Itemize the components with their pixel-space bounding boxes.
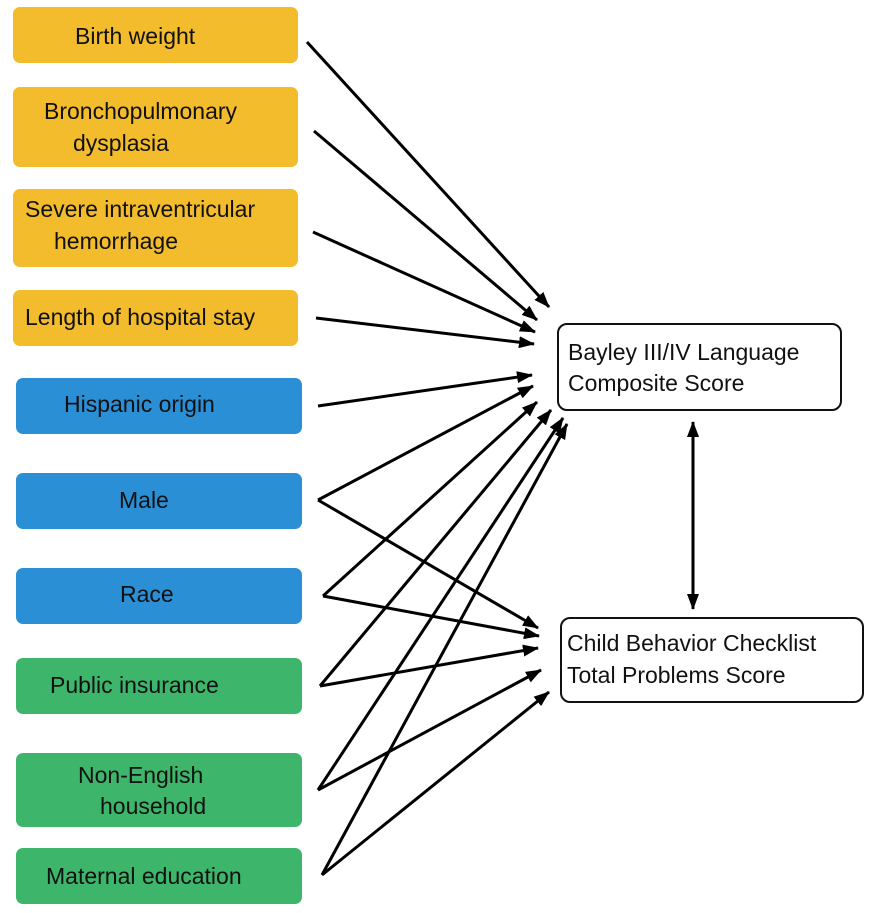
- arrow-mat_ed-to-bayley: [320, 423, 569, 876]
- outcome-label: Bayley III/IV Language: [568, 339, 800, 365]
- predictor-severe-intraventricular-hemorrhage: Severe intraventricular hemorrhage: [13, 189, 298, 267]
- predictor-label: Hispanic origin: [64, 391, 215, 417]
- predictor-label: Length of hospital stay: [25, 304, 256, 330]
- predictor-label: dysplasia: [73, 130, 169, 156]
- predictor-label: household: [100, 793, 207, 819]
- predictor-maternal-education: Maternal education: [16, 848, 302, 904]
- arrow-public_ins-to-cbcl: [319, 644, 539, 688]
- predictor-label: Male: [119, 487, 169, 513]
- predictor-male: Male: [16, 473, 302, 529]
- outcome-cbcl-total-problems-score: Child Behavior Checklist Total Problems …: [560, 617, 864, 703]
- predictor-label: Bronchopulmonary: [44, 98, 238, 124]
- arrow-non_english-to-cbcl: [317, 668, 542, 792]
- arrow-los-to-bayley: [315, 316, 535, 349]
- arrow-ivh-to-bayley: [312, 230, 536, 334]
- predictor-label: Severe intraventricular: [25, 196, 256, 222]
- arrow-race-to-bayley: [321, 400, 539, 598]
- predictor-birth-weight: Birth weight: [13, 7, 298, 63]
- arrow-birth_weight-to-bayley: [305, 40, 551, 309]
- outcome-bayley-language-score: Bayley III/IV Language Composite Score: [557, 323, 842, 411]
- predictor-label: hemorrhage: [54, 228, 179, 254]
- arrow-male-to-bayley: [317, 384, 534, 502]
- arrow-bpd-to-bayley: [313, 129, 538, 322]
- predictor-bronchopulmonary-dysplasia: Bronchopulmonary dysplasia: [13, 87, 298, 167]
- outcome-label: Composite Score: [568, 370, 745, 396]
- arrow-hispanic-to-bayley: [317, 371, 533, 408]
- predictor-label: Maternal education: [46, 863, 242, 889]
- arrow-male-to-cbcl: [317, 498, 539, 630]
- outcome-label: Total Problems Score: [567, 662, 786, 688]
- arrow-non_english-to-bayley: [316, 417, 565, 791]
- predictor-label: Public insurance: [50, 672, 219, 698]
- predictor-label: Birth weight: [75, 23, 196, 49]
- predictor-non-english-household: Non-English household: [16, 753, 302, 827]
- predictor-label: Non-English: [78, 762, 204, 788]
- predictor-label: Race: [120, 581, 174, 607]
- predictor-race: Race: [16, 568, 302, 624]
- outcome-label: Child Behavior Checklist: [567, 630, 817, 656]
- predictor-hispanic-origin: Hispanic origin: [16, 378, 302, 434]
- predictor-length-of-hospital-stay: Length of hospital stay: [13, 290, 298, 346]
- arrow-public_ins-to-bayley: [318, 409, 553, 687]
- arrow-mat_ed-to-cbcl: [321, 690, 550, 877]
- predictor-public-insurance: Public insurance: [16, 658, 302, 714]
